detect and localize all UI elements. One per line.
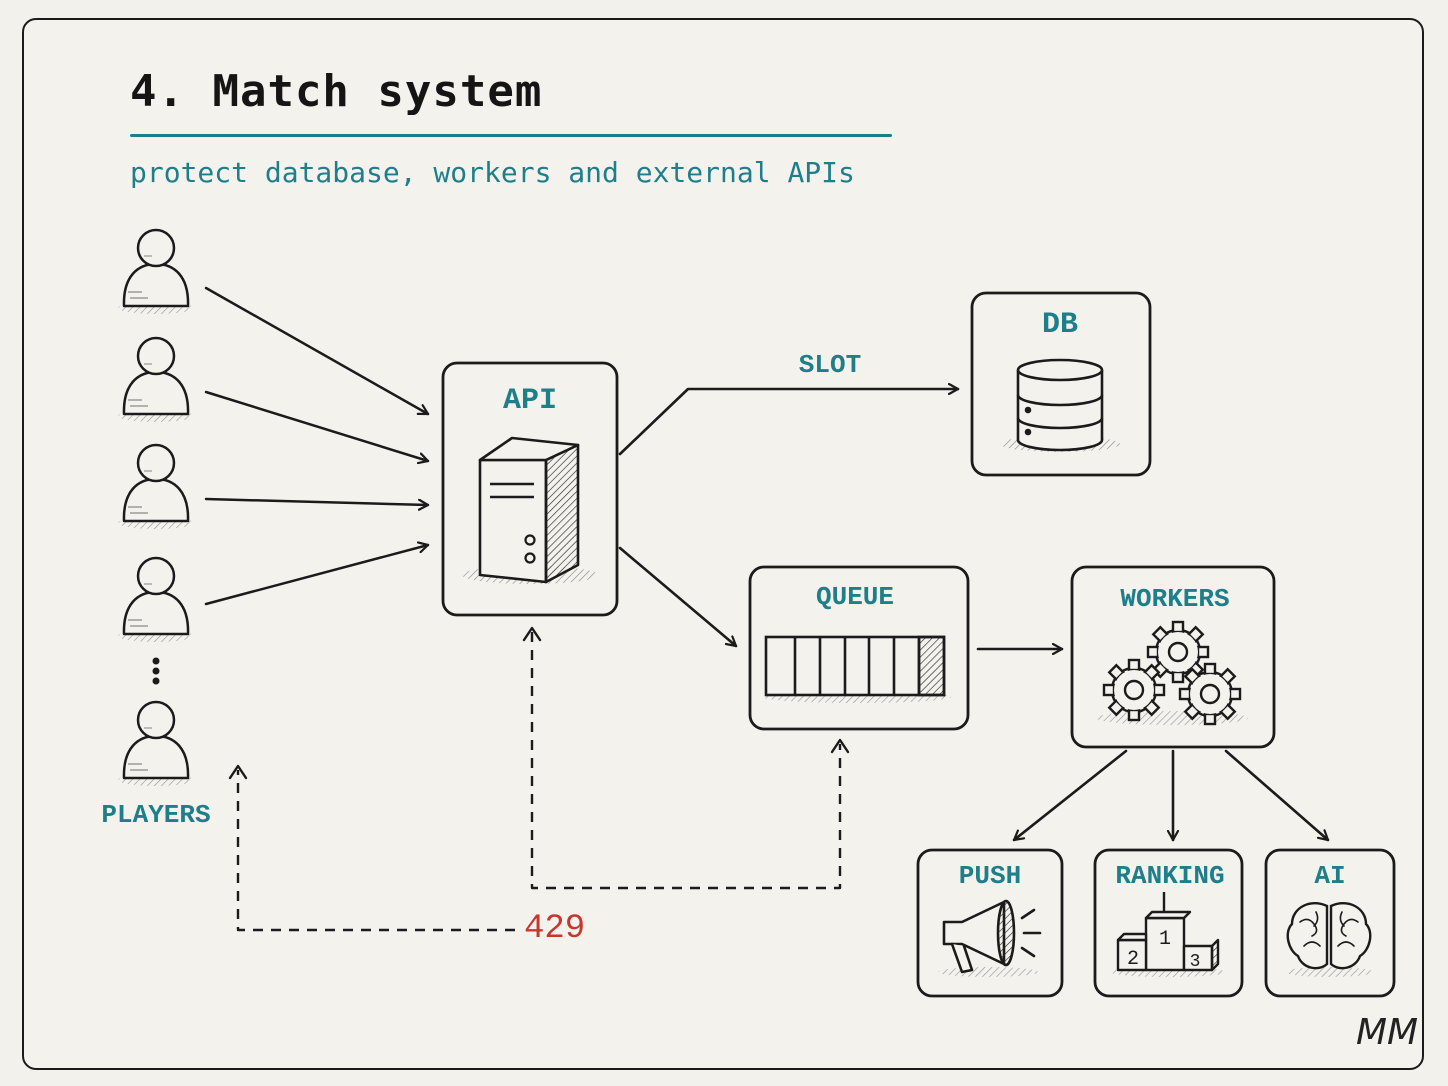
request-arrow <box>204 545 430 606</box>
brain-icon <box>1285 901 1373 977</box>
request-arrow <box>204 286 430 416</box>
ranking-label: RANKING <box>1115 861 1225 891</box>
megaphone-icon <box>938 899 1042 977</box>
rejection-paths <box>236 632 842 932</box>
push-label: PUSH <box>958 861 1022 891</box>
ai-label: AI <box>1314 861 1346 891</box>
person-icon <box>116 700 196 788</box>
podium-place-3: 3 <box>1190 952 1201 972</box>
page-title: 4. Match system <box>130 66 543 117</box>
player-rejection-path <box>236 770 515 932</box>
queue-rejection-path <box>530 632 842 890</box>
gears-icon <box>1096 620 1248 726</box>
workers-to-push-arrow <box>1012 749 1128 842</box>
request-arrow <box>204 390 430 461</box>
person-icon <box>116 443 196 531</box>
players-group <box>116 228 196 788</box>
api-label: API <box>502 384 557 418</box>
page-subtitle: protect database, workers and external A… <box>130 156 855 189</box>
slot-label: SLOT <box>798 350 862 380</box>
author-signature: MM <box>1356 1012 1419 1053</box>
title-underline <box>130 134 892 137</box>
api-to-db-arrow <box>618 389 960 456</box>
workers-to-ai-arrow <box>1224 749 1330 842</box>
ellipsis-dots <box>152 657 160 685</box>
queue-icon <box>763 635 951 703</box>
database-icon <box>1000 358 1120 452</box>
person-icon <box>116 228 196 316</box>
db-label: DB <box>1041 308 1078 342</box>
podium-place-2: 2 <box>1127 948 1139 971</box>
workers-label: WORKERS <box>1120 584 1230 614</box>
queue-label: QUEUE <box>815 582 894 612</box>
server-icon <box>462 436 598 584</box>
rate-limit-code: 429 <box>524 910 586 948</box>
player-to-api-arrows <box>204 286 430 606</box>
person-icon <box>116 556 196 644</box>
rejection-arrowheads <box>228 626 850 780</box>
person-icon <box>116 336 196 424</box>
podium-icon: 1 2 3 <box>1110 892 1226 977</box>
connections <box>618 389 1330 842</box>
request-arrow <box>204 497 430 505</box>
players-label: PLAYERS <box>101 800 211 830</box>
podium-place-1: 1 <box>1159 928 1171 951</box>
api-to-queue-arrow <box>618 546 738 648</box>
